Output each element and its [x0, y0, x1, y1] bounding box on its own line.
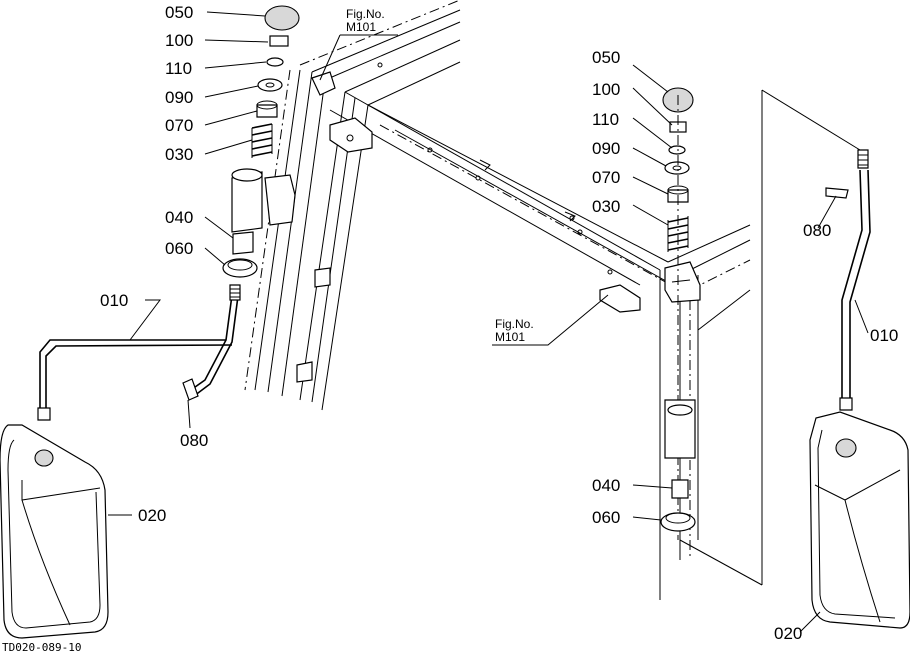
washer-090-part [664, 161, 690, 175]
left-mirror-assembly [0, 5, 300, 639]
pin-080-part [825, 187, 849, 199]
label-010: 010 [100, 291, 128, 310]
label-030: 030 [592, 197, 620, 216]
label-020: 020 [774, 624, 802, 643]
label-070: 070 [592, 168, 620, 187]
part-labels: 050 100 110 090 070 030 040 060 010 080 … [2, 3, 898, 654]
label-040: 040 [165, 208, 193, 227]
cap-050-part [264, 5, 300, 31]
fig-ref-line1: Fig.No. [346, 7, 385, 21]
fig-ref-line1: Fig.No. [495, 317, 534, 331]
collar-060-part [222, 258, 258, 278]
label-110: 110 [592, 110, 619, 129]
label-080: 080 [803, 221, 831, 240]
label-080: 080 [180, 431, 208, 450]
collar-060-part [660, 512, 696, 532]
spring-030-part [251, 123, 273, 158]
label-050: 050 [165, 3, 193, 22]
label-090: 090 [165, 88, 193, 107]
cab-frame [244, 0, 861, 600]
label-030: 030 [165, 145, 193, 164]
label-040: 040 [592, 476, 620, 495]
label-070: 070 [165, 116, 193, 135]
arm-010-part [841, 149, 871, 400]
label-020: 020 [138, 506, 166, 525]
mirror-020-part [809, 397, 910, 629]
label-010: 010 [870, 326, 898, 345]
bushing-040-part [232, 231, 254, 255]
bushing-070-part [256, 104, 278, 118]
pin-080-part [182, 378, 199, 401]
bushing-040-part [671, 479, 689, 499]
washer-110-part [668, 145, 686, 155]
arm-010-part [39, 284, 241, 412]
right-mirror-assembly [660, 87, 910, 629]
label-060: 060 [592, 508, 620, 527]
fig-ref-line2: M101 [495, 330, 525, 344]
nut-100-part [269, 35, 289, 47]
label-100: 100 [165, 31, 193, 50]
label-100: 100 [592, 80, 620, 99]
label-090: 090 [592, 139, 620, 158]
washer-090-part [257, 78, 283, 92]
diagram-code: TD020-089-10 [2, 641, 81, 654]
label-110: 110 [165, 59, 192, 78]
mirror-020-part [0, 407, 109, 639]
leader-lines [108, 11, 869, 633]
label-060: 060 [165, 239, 193, 258]
washer-110-part [266, 57, 284, 67]
fig-ref-line2: M101 [346, 20, 376, 34]
label-050: 050 [592, 48, 620, 67]
